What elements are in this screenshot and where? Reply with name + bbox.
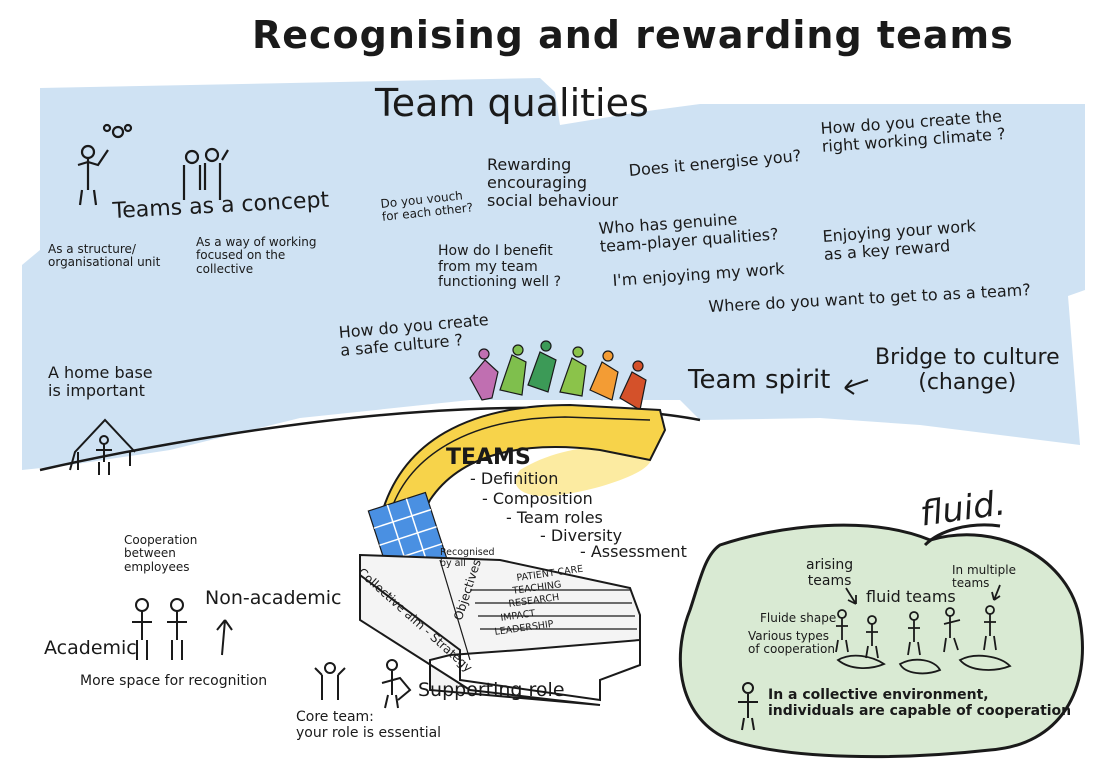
recognised-label: Recognised by all <box>440 547 495 569</box>
house-icon <box>69 418 136 475</box>
fluid-label-tail <box>923 523 1001 547</box>
teams-item-composition: - Composition <box>482 489 593 508</box>
fluid-blob <box>678 523 1084 759</box>
arising-arrow-icon <box>845 587 857 605</box>
people-concept-icon <box>77 123 229 206</box>
more-space-text: More space for recognition <box>80 673 268 689</box>
multiple-teams-label: In multiple teams <box>952 563 1016 591</box>
up-arrow-icon <box>216 619 233 656</box>
stairs-lines <box>439 559 637 661</box>
teams-item-definition: - Definition <box>470 469 559 488</box>
teams-item-diversity: - Diversity <box>540 526 623 545</box>
concept-structure: As a structure/ organisational unit <box>48 242 161 270</box>
fluide-shape-label: Fluide shape <box>760 611 837 625</box>
team-qualities-heading: Team qualities <box>375 81 649 125</box>
collective-environment-text: In a collective environment, individuals… <box>768 687 1072 719</box>
home-base-text: A home base is important <box>48 363 153 400</box>
cooperation-text: Cooperation between employees <box>124 533 198 574</box>
stairs-base <box>359 553 641 706</box>
core-team-text: Core team: your role is essential <box>296 709 442 741</box>
core-team-icon <box>314 662 346 700</box>
team-spirit-arrow-icon <box>844 379 869 395</box>
team-spirit-label: Team spirit <box>688 365 831 395</box>
various-types-label: Various types of cooperation <box>748 629 835 657</box>
question-benefit: How do I benefit from my team functionin… <box>438 243 562 291</box>
supporting-person-icon <box>381 659 412 709</box>
collective-person-icon <box>738 682 758 731</box>
runners-illustration <box>469 340 647 411</box>
bridge-rail <box>387 416 651 521</box>
question-rewarding: Rewarding encouraging social behaviour <box>487 155 619 210</box>
stairs-front <box>359 555 641 702</box>
page-title: Recognising and rewarding teams <box>252 13 1014 57</box>
sky-band <box>22 78 1085 470</box>
concept-way: As a way of working focused on the colle… <box>196 235 317 276</box>
bridge-culture-label: Bridge to culture (change) <box>875 345 1060 395</box>
teams-item-assessment: - Assessment <box>580 542 687 561</box>
fluid-teams-label: fluid teams <box>866 587 956 606</box>
swirl <box>515 446 652 497</box>
supporting-role-label: Supporting role <box>418 679 565 701</box>
teams-item-roles: - Team roles <box>506 508 603 527</box>
multiple-arrow-icon <box>991 584 1001 601</box>
academic-people-icon <box>132 598 187 660</box>
teams-heading: TEAMS <box>446 445 531 470</box>
non-academic-label: Non-academic <box>205 587 342 609</box>
fluid-people-icon <box>835 605 1012 675</box>
academic-label: Academic <box>44 637 137 659</box>
arising-teams-label: arising teams <box>806 557 854 589</box>
